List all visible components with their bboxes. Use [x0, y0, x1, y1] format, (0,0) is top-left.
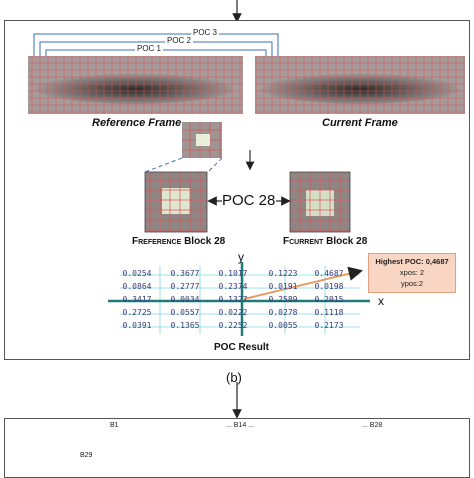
- poc-3-label: POC 3: [191, 28, 220, 37]
- highest-poc-box: Highest POC: 0,4687 xpos: 2 ypos:2: [368, 253, 456, 293]
- y-axis-label: y: [238, 250, 244, 264]
- figure-caption: (b): [226, 370, 242, 385]
- matrix-cell: 0.1327: [218, 295, 248, 304]
- poc-result-title: POC Result: [214, 342, 270, 353]
- matrix-cell: 0.2589: [268, 295, 298, 304]
- poc-2-label: POC 2: [165, 36, 194, 45]
- current-frame-image: [255, 56, 465, 114]
- poc-1-label: POC 1: [135, 44, 164, 53]
- matrix-cell: 0.0198: [314, 282, 344, 291]
- matrix-cell: 0.2173: [314, 321, 344, 330]
- matrix-cell: 0.0222: [218, 308, 248, 317]
- b28-label: ... B28: [362, 422, 383, 429]
- b29-label: B29: [80, 452, 93, 459]
- reference-block-label: FREFERENCE Block 28: [132, 236, 226, 247]
- poc-matrix-grid: [120, 266, 360, 334]
- matrix-cell: 0.1365: [170, 321, 200, 330]
- matrix-cell: 0.3417: [122, 295, 152, 304]
- selected-block-thumbnail: [182, 122, 222, 158]
- highest-poc-value: Highest POC: 0,4687: [375, 257, 449, 266]
- matrix-cell: 0.2374: [218, 282, 248, 291]
- matrix-cell: 0.4687: [314, 269, 344, 278]
- matrix-cell: 0.1118: [314, 308, 344, 317]
- matrix-cell: 0.2252: [218, 321, 248, 330]
- matrix-cell: 0.0557: [170, 308, 200, 317]
- matrix-cell: 0.2015: [314, 295, 344, 304]
- b1-label: B1: [110, 422, 119, 429]
- b14-label: ... B14 ...: [226, 422, 255, 429]
- matrix-cell: 0.3677: [170, 269, 200, 278]
- poc-28-label: POC 28: [222, 192, 276, 209]
- reference-block-28: [144, 171, 208, 233]
- current-block-28: [289, 171, 351, 233]
- current-block-label: FCURRENT Block 28: [283, 236, 368, 247]
- highest-poc-arrow: [243, 266, 363, 300]
- highest-xpos: xpos: 2: [399, 268, 425, 277]
- matrix-cell: 0.0034: [170, 295, 200, 304]
- reference-frame-image: [28, 56, 243, 114]
- reference-frame-label: Reference Frame: [92, 117, 182, 129]
- matrix-cell: 0.0864: [122, 282, 152, 291]
- current-frame-label: Current Frame: [322, 117, 398, 129]
- x-axis-label: x: [378, 294, 384, 308]
- matrix-cell: 0.1223: [268, 269, 298, 278]
- highest-ypos: ypos:2: [400, 279, 424, 288]
- matrix-cell: 0.0278: [268, 308, 298, 317]
- matrix-cell: 0.0055: [268, 321, 298, 330]
- zoom-dashed-lines: [144, 157, 223, 173]
- matrix-cell: 0.1017: [218, 269, 248, 278]
- matrix-cell: 0.0391: [122, 321, 152, 330]
- matrix-cell: 0.0254: [122, 269, 152, 278]
- matrix-cell: 0.2777: [170, 282, 200, 291]
- matrix-cell: 0.2725: [122, 308, 152, 317]
- matrix-cell: 0.0191: [268, 282, 298, 291]
